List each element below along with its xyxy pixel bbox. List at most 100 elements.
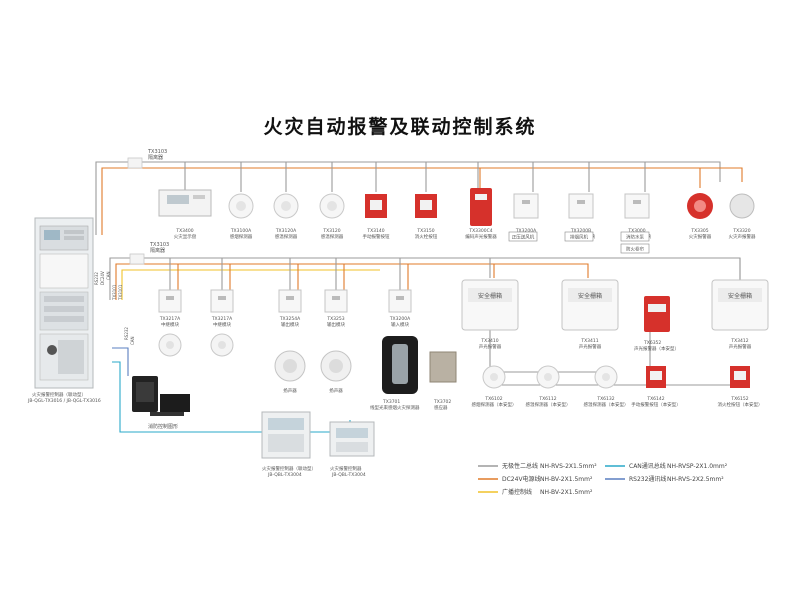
legend-name: DC24V电源线 — [502, 475, 541, 483]
wire-label: TX3101 — [118, 284, 123, 301]
row3-code: TX6132 — [596, 396, 614, 402]
mid-bus-orange — [115, 263, 589, 300]
top-bus-gray — [95, 161, 721, 235]
safety-box-code: TX3411 — [580, 338, 598, 344]
row1-code: TX3305 — [690, 228, 708, 234]
row3-code: TX6102 — [484, 396, 502, 402]
safety-box-name: 声光报警器 — [729, 343, 752, 350]
equipment-box-label: 正压送风机 — [512, 234, 535, 241]
row1-code: TX3120A — [275, 228, 297, 234]
svg-text:感应器: 感应器 — [434, 404, 448, 411]
row3-name: 手动报警按钮（本安型） — [631, 401, 681, 408]
row1-code: TX3120 — [322, 228, 340, 234]
svg-text:线型光束感烟火灾探测器: 线型光束感烟火灾探测器 — [370, 404, 420, 411]
wire-label: RS232 — [94, 272, 99, 285]
row1-name: 编码声光报警器 — [465, 233, 497, 240]
safety-box-title: 安全栅箱 — [478, 292, 502, 300]
svg-text:TX3702: TX3702 — [433, 399, 451, 405]
svg-text:火灾报警控制器: 火灾报警控制器 — [330, 465, 362, 472]
row1-device: TX3200B输入/输出模块 — [567, 193, 596, 240]
equipment-box-label: 防火卷帘 — [626, 246, 644, 253]
svg-text:隔离器: 隔离器 — [150, 247, 165, 254]
row1-code: TX3300C4 — [468, 228, 492, 234]
wire-label: RS232 — [124, 327, 129, 340]
row3-name: 消火栓按钮（本安型） — [718, 401, 763, 408]
isolator-mid: TX3103 隔离器 — [129, 242, 169, 265]
legend-name: CAN通讯总线 — [629, 462, 666, 470]
cabinet-caption-2: JB-QGL-TX3016 / JB-QGL-TX3016 — [27, 398, 101, 404]
row1-code: TX3400 — [175, 228, 193, 234]
top-drops — [184, 162, 646, 192]
safety-box-title: 安全栅箱 — [578, 292, 602, 300]
gas-sensor: TX3702 感应器 — [429, 351, 457, 411]
speaker: 扬声器 — [274, 350, 306, 394]
equipment-box-label: 排烟风机 — [570, 234, 588, 241]
row3-name: 感温探测器（本安型） — [526, 401, 571, 408]
equipment-box: 正压送风机 — [508, 231, 538, 242]
row2-devices: TX3217A中继模块TX3217A中继模块TX3254A输出模块TX3253输… — [158, 289, 412, 394]
row3-name: 感烟探测器（本安型） — [472, 401, 517, 408]
row3-code: TX6152 — [730, 396, 748, 402]
row3-code: TX6142 — [646, 396, 664, 402]
row1-code: TX3140 — [366, 228, 384, 234]
svg-text:TX3103: TX3103 — [147, 149, 167, 155]
top-bus-orange — [101, 167, 743, 235]
row1-code: TX3000 — [627, 228, 645, 234]
row1-devices: TX3400火灾显示盘TX3100A感烟探测器TX3120A感温探测器TX312… — [158, 188, 756, 240]
legend-spec: NH-RVS-2X1.5mm² — [540, 463, 597, 470]
rs232-line — [112, 347, 129, 376]
speaker-label: 扬声器 — [283, 387, 297, 394]
svg-text:声光报警器（本安型）: 声光报警器（本安型） — [634, 345, 679, 352]
main-control-cabinet: 火灾报警控制器（联动型） JB-QGL-TX3016 / JB-QGL-TX30… — [27, 217, 101, 404]
svg-text:火灾报警控制器（联动型）: 火灾报警控制器（联动型） — [262, 465, 316, 472]
row2-name: 中继模块 — [213, 321, 231, 328]
row2-code: TX3200A — [389, 316, 411, 322]
safety-barrier-boxes: 安全栅箱TX3410声光报警器安全栅箱TX3411声光报警器安全栅箱TX3412… — [461, 279, 769, 350]
cabinet-caption-1: 火灾报警控制器（联动型） — [32, 391, 86, 398]
legend-name: 广播控制线 — [502, 488, 532, 496]
row2-name: 输出模块 — [281, 321, 299, 328]
safety-box-name: 声光报警器 — [579, 343, 602, 350]
safety-box-code: TX3412 — [730, 338, 748, 344]
legend-spec: NH-RVSP-2X1.0mm² — [667, 463, 728, 470]
row1-code: TX3100A — [230, 228, 252, 234]
row2-name: 输入模块 — [391, 321, 409, 328]
row1-name: 消火栓按钮 — [415, 233, 438, 240]
row2-name: 输出模块 — [327, 321, 345, 328]
row1-name: 火灾显示盘 — [174, 233, 197, 240]
beam-detector: TX3701 线型光束感烟火灾探测器 — [370, 336, 420, 411]
top-drops-orange — [479, 168, 701, 188]
legend-spec: NH-BV-2X1.5mm² — [540, 476, 593, 483]
mid-bus-yellow — [121, 269, 380, 300]
row1-equipment-boxes: 正压送风机排烟风机消防水泵防火卷帘 — [508, 231, 650, 254]
mid-drops-orange — [177, 264, 495, 290]
mid-drops — [169, 258, 741, 290]
row3-intrinsic-devices: TX6102感烟探测器（本安型）TX6112感温探测器（本安型）TX6132感温… — [472, 365, 763, 408]
row1-code: TX3150 — [416, 228, 434, 234]
row3-code: TX6112 — [538, 396, 556, 402]
